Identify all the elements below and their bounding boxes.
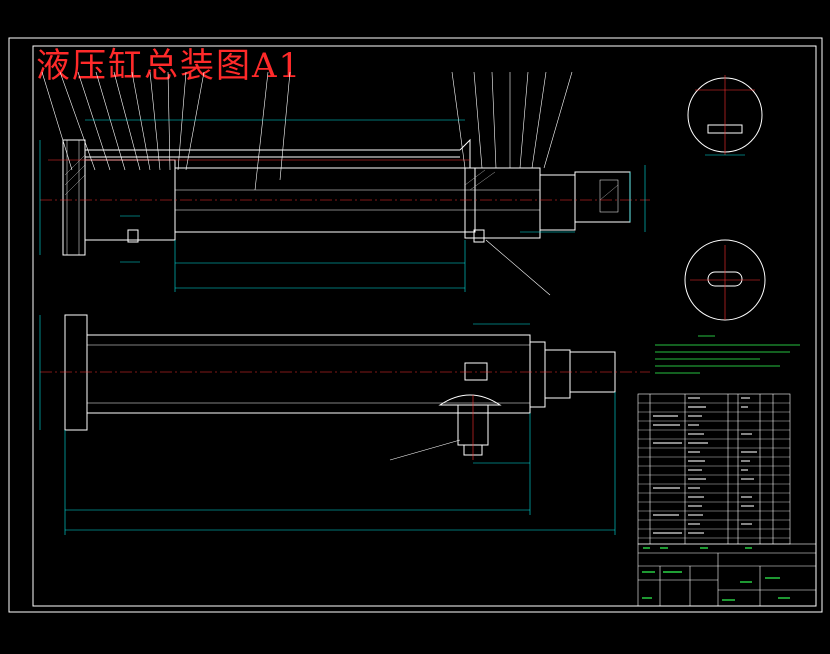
title-block [637, 543, 817, 607]
end-flange-top [62, 139, 86, 256]
outer-frame [8, 37, 823, 613]
top-assembly-view [62, 138, 631, 256]
bottom-assembly-view [64, 314, 616, 456]
section-view-lower [684, 239, 766, 321]
inner-frame [32, 45, 817, 607]
gland-bottom [529, 341, 546, 408]
title-block-text [642, 547, 790, 601]
end-flange-bottom [64, 314, 88, 431]
dimensions-top [39, 119, 646, 292]
dimensions-bottom [39, 315, 616, 535]
gland-top [464, 167, 541, 239]
parts-list-text [653, 397, 757, 534]
parts-list-table [637, 393, 791, 545]
barrel-bottom [86, 334, 531, 414]
technical-notes [655, 335, 800, 374]
section-view-upper [687, 75, 763, 156]
rod-eye-top [574, 171, 631, 223]
leader-lines-top [41, 71, 573, 296]
